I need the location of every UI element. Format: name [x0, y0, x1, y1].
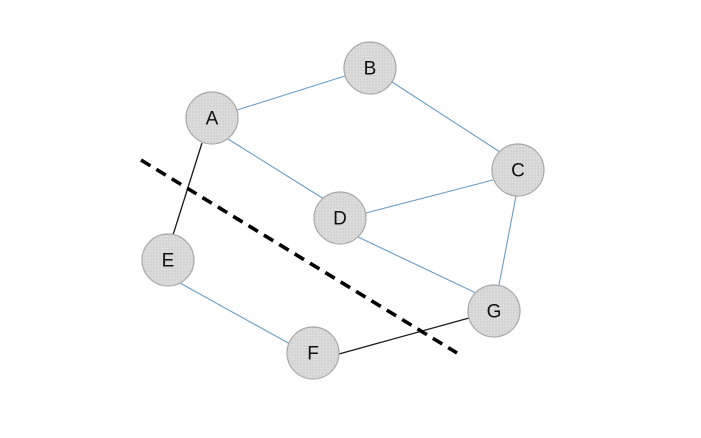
graph-node-f[interactable]: F: [286, 326, 340, 380]
graph-edge-e-f: [179, 282, 291, 345]
graph-edge-b-c: [391, 81, 501, 153]
graph-node-e[interactable]: E: [141, 233, 195, 287]
edges-layer: [172, 75, 517, 355]
cut-line-layer: [140, 158, 458, 355]
node-circle-b[interactable]: [343, 41, 397, 95]
nodes-layer: A B C D E F G: [141, 41, 545, 380]
graph-edge-f-g: [338, 317, 470, 355]
graph-node-b[interactable]: B: [343, 41, 397, 95]
cut-line: [140, 158, 458, 355]
graph-node-a[interactable]: A: [185, 91, 239, 145]
graph-edge-c-g: [498, 195, 517, 286]
graph-node-c[interactable]: C: [491, 143, 545, 197]
graph-edge-a-b: [236, 75, 346, 111]
graph-node-d[interactable]: D: [313, 191, 367, 245]
node-circle-c[interactable]: [491, 143, 545, 197]
graph-node-g[interactable]: G: [467, 284, 521, 338]
graph-edge-a-d: [227, 138, 325, 200]
node-circle-a[interactable]: [185, 91, 239, 145]
graph-edge-d-g: [357, 236, 477, 294]
node-circle-g[interactable]: [467, 284, 521, 338]
node-circle-f[interactable]: [286, 326, 340, 380]
node-circle-d[interactable]: [313, 191, 367, 245]
node-circle-e[interactable]: [141, 233, 195, 287]
graph-edge-d-c: [365, 179, 494, 214]
